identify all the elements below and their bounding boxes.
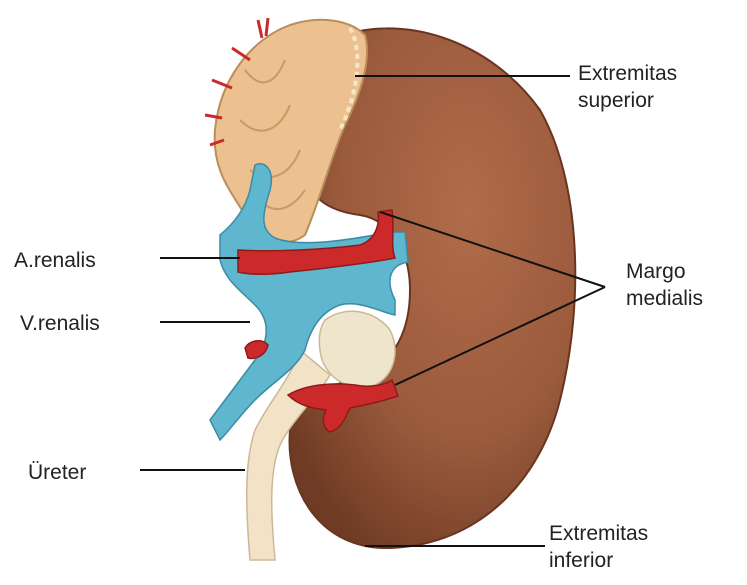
label-extremitas-inferior-line1: Extremitas [549,520,648,547]
label-margo-medialis-line2: medialis [626,285,703,312]
label-extremitas-inferior-line2: inferior [549,547,648,574]
label-margo-medialis: Margo medialis [626,258,703,312]
label-a-renalis: A.renalis [14,247,96,274]
hilum-fat [319,311,395,387]
label-extremitas-inferior: Extremitas inferior [549,520,648,574]
label-extremitas-superior: Extremitas superior [578,60,677,114]
label-extremitas-superior-line2: superior [578,87,677,114]
label-ureter: Üreter [28,459,86,486]
label-margo-medialis-line1: Margo [626,258,703,285]
label-extremitas-superior-line1: Extremitas [578,60,677,87]
label-v-renalis: V.renalis [20,310,100,337]
